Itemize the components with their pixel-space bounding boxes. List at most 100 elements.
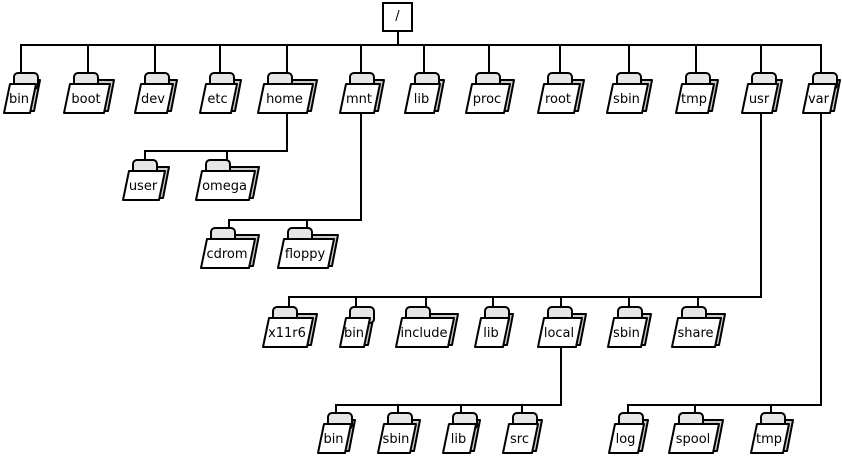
folder-icon <box>200 227 260 269</box>
connector-line <box>770 404 772 419</box>
connector-line <box>286 44 288 79</box>
connector-line <box>360 44 362 79</box>
connector-line <box>228 219 230 234</box>
folder-icon <box>317 412 356 454</box>
folder-icon <box>802 72 841 114</box>
folder-local-sbin: sbin <box>375 411 421 455</box>
folder-icon <box>741 72 783 114</box>
folder-icon <box>377 412 421 454</box>
connector-line <box>288 296 762 298</box>
folder-icon <box>668 412 724 454</box>
connector-line <box>695 44 697 79</box>
folder-label: floppy <box>284 247 326 262</box>
folder-icon <box>199 72 242 114</box>
folder-var-tmp: tmp <box>748 411 794 455</box>
connector-line <box>760 112 762 298</box>
folder-label: home <box>266 92 303 107</box>
folder-label: bin <box>323 432 344 447</box>
folder-lib: lib <box>402 71 445 115</box>
folder-label: proc <box>472 92 502 107</box>
folder-label: local <box>543 326 575 341</box>
folder-local-bin: bin <box>315 411 356 455</box>
folder-label: lib <box>413 92 430 107</box>
connector-line <box>488 44 490 79</box>
connector-line <box>355 296 357 313</box>
folder-icon <box>339 72 385 114</box>
root-node: / <box>382 2 413 32</box>
connector-line <box>820 112 822 406</box>
folder-label: lib <box>483 326 499 341</box>
folder-var: var <box>800 71 841 115</box>
folder-label: omega <box>202 179 247 194</box>
connector-line <box>335 404 562 406</box>
folder-boot: boot <box>61 71 115 115</box>
folder-icon <box>3 72 41 114</box>
folder-label: share <box>677 326 714 341</box>
connector-line <box>286 112 288 152</box>
folder-label: etc <box>207 92 228 107</box>
folder-icon <box>122 159 170 201</box>
folder-spool: spool <box>666 411 724 455</box>
folder-icon <box>608 412 649 454</box>
folder-omega: omega <box>193 158 260 202</box>
connector-line <box>20 44 822 46</box>
folder-log: log <box>606 411 649 455</box>
connector-line <box>335 404 337 419</box>
folder-icon <box>675 72 719 114</box>
folder-label: mnt <box>346 92 372 107</box>
connector-line <box>627 404 822 406</box>
folder-label: dev <box>141 92 165 107</box>
folder-icon <box>134 72 178 114</box>
folder-local: local <box>535 305 587 349</box>
folder-include: include <box>393 305 459 349</box>
folder-icon <box>195 159 260 201</box>
folder-label: tmp <box>680 92 707 107</box>
folder-icon <box>63 72 115 114</box>
folder-cdrom: cdrom <box>198 226 260 270</box>
connector-line <box>154 44 156 79</box>
folder-home: home <box>255 71 318 115</box>
connector-line <box>423 44 425 79</box>
connector-line <box>627 404 629 419</box>
folder-root-dir: root <box>535 71 585 115</box>
folder-icon <box>537 306 587 348</box>
folder-label: spool <box>675 432 711 447</box>
connector-line <box>219 44 221 79</box>
connector-line <box>144 150 146 166</box>
connector-line <box>628 44 630 79</box>
folder-usr-sbin: sbin <box>605 305 652 349</box>
folder-usr-lib: lib <box>472 305 514 349</box>
folder-sbin: sbin <box>604 71 653 115</box>
connector-line <box>697 296 699 313</box>
connector-line <box>560 346 562 406</box>
folder-label: user <box>128 179 158 194</box>
folder-icon <box>502 412 543 454</box>
folder-mnt: mnt <box>337 71 385 115</box>
folder-bin: bin <box>1 71 41 115</box>
folder-etc: etc <box>197 71 242 115</box>
folder-icon <box>474 306 514 348</box>
folder-icon <box>750 412 794 454</box>
folder-label: boot <box>71 92 101 107</box>
folder-usr-bin: bin <box>337 305 375 349</box>
folder-label: include <box>400 326 448 341</box>
folder-proc: proc <box>463 71 515 115</box>
connector-line <box>226 150 228 166</box>
root-node-label: / <box>395 9 400 24</box>
connector-line <box>20 44 22 79</box>
folder-x11r6: x11r6 <box>260 305 318 349</box>
folder-icon <box>395 306 459 348</box>
folder-icon <box>339 306 375 348</box>
connector-line <box>397 31 399 46</box>
folder-icon <box>671 306 726 348</box>
folder-label: cdrom <box>206 247 248 262</box>
folder-icon <box>404 72 445 114</box>
connector-line <box>228 219 362 221</box>
folder-label: var <box>807 92 829 107</box>
folder-icon <box>262 306 318 348</box>
folder-label: tmp <box>755 432 782 447</box>
folder-icon <box>465 72 515 114</box>
connector-line <box>87 44 89 79</box>
connector-line <box>560 296 562 313</box>
